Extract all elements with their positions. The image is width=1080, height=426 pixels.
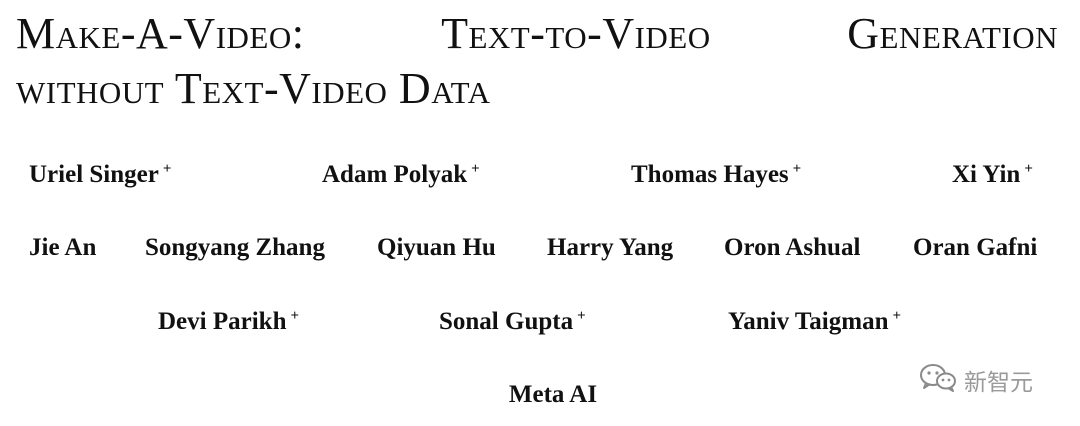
author-name: Harry Yang bbox=[547, 234, 674, 261]
paper-title-line-1: Make-A-Video: Text-to-Video Generation bbox=[16, 12, 1058, 56]
author-name: Yaniv Taigman+ bbox=[728, 308, 902, 335]
equal-contribution-mark: + bbox=[1024, 161, 1033, 177]
author-name: Adam Polyak+ bbox=[322, 161, 480, 188]
equal-contribution-mark: + bbox=[290, 308, 300, 324]
author-row-2: Jie An Songyang Zhang Qiyuan Hu Harry Ya… bbox=[0, 233, 1080, 263]
equal-contribution-mark: + bbox=[577, 308, 586, 324]
watermark-text: 新智元 bbox=[964, 369, 1033, 396]
author-name: Qiyuan Hu bbox=[377, 234, 496, 261]
author-name: Oran Gafni bbox=[913, 234, 1038, 261]
equal-contribution-mark: + bbox=[892, 308, 902, 324]
equal-contribution-mark: + bbox=[162, 161, 172, 177]
watermark: 新智元 bbox=[918, 362, 1033, 397]
title-word: Make-A-Video: bbox=[16, 9, 305, 58]
author-name: Xi Yin+ bbox=[952, 161, 1033, 188]
author-row-1: Uriel Singer+ Adam Polyak+ Thomas Hayes+… bbox=[0, 160, 1080, 190]
affiliation: Meta AI bbox=[508, 381, 598, 408]
author-name: Sonal Gupta+ bbox=[439, 308, 586, 335]
title-word: Text-to-Video bbox=[441, 9, 711, 58]
paper-title-line-2: without Text-Video Data bbox=[16, 64, 491, 113]
title-word: Generation bbox=[847, 9, 1058, 58]
author-name: Thomas Hayes+ bbox=[631, 161, 802, 188]
author-row-3: Devi Parikh+ Sonal Gupta+ Yaniv Taigman+ bbox=[0, 307, 1080, 337]
author-name: Devi Parikh+ bbox=[158, 308, 300, 335]
author-name: Songyang Zhang bbox=[145, 234, 325, 261]
wechat-icon bbox=[918, 362, 958, 397]
author-name: Jie An bbox=[29, 234, 97, 261]
equal-contribution-mark: + bbox=[792, 161, 802, 177]
author-name: Uriel Singer+ bbox=[29, 161, 172, 188]
equal-contribution-mark: + bbox=[471, 161, 480, 177]
author-name: Oron Ashual bbox=[724, 234, 861, 261]
